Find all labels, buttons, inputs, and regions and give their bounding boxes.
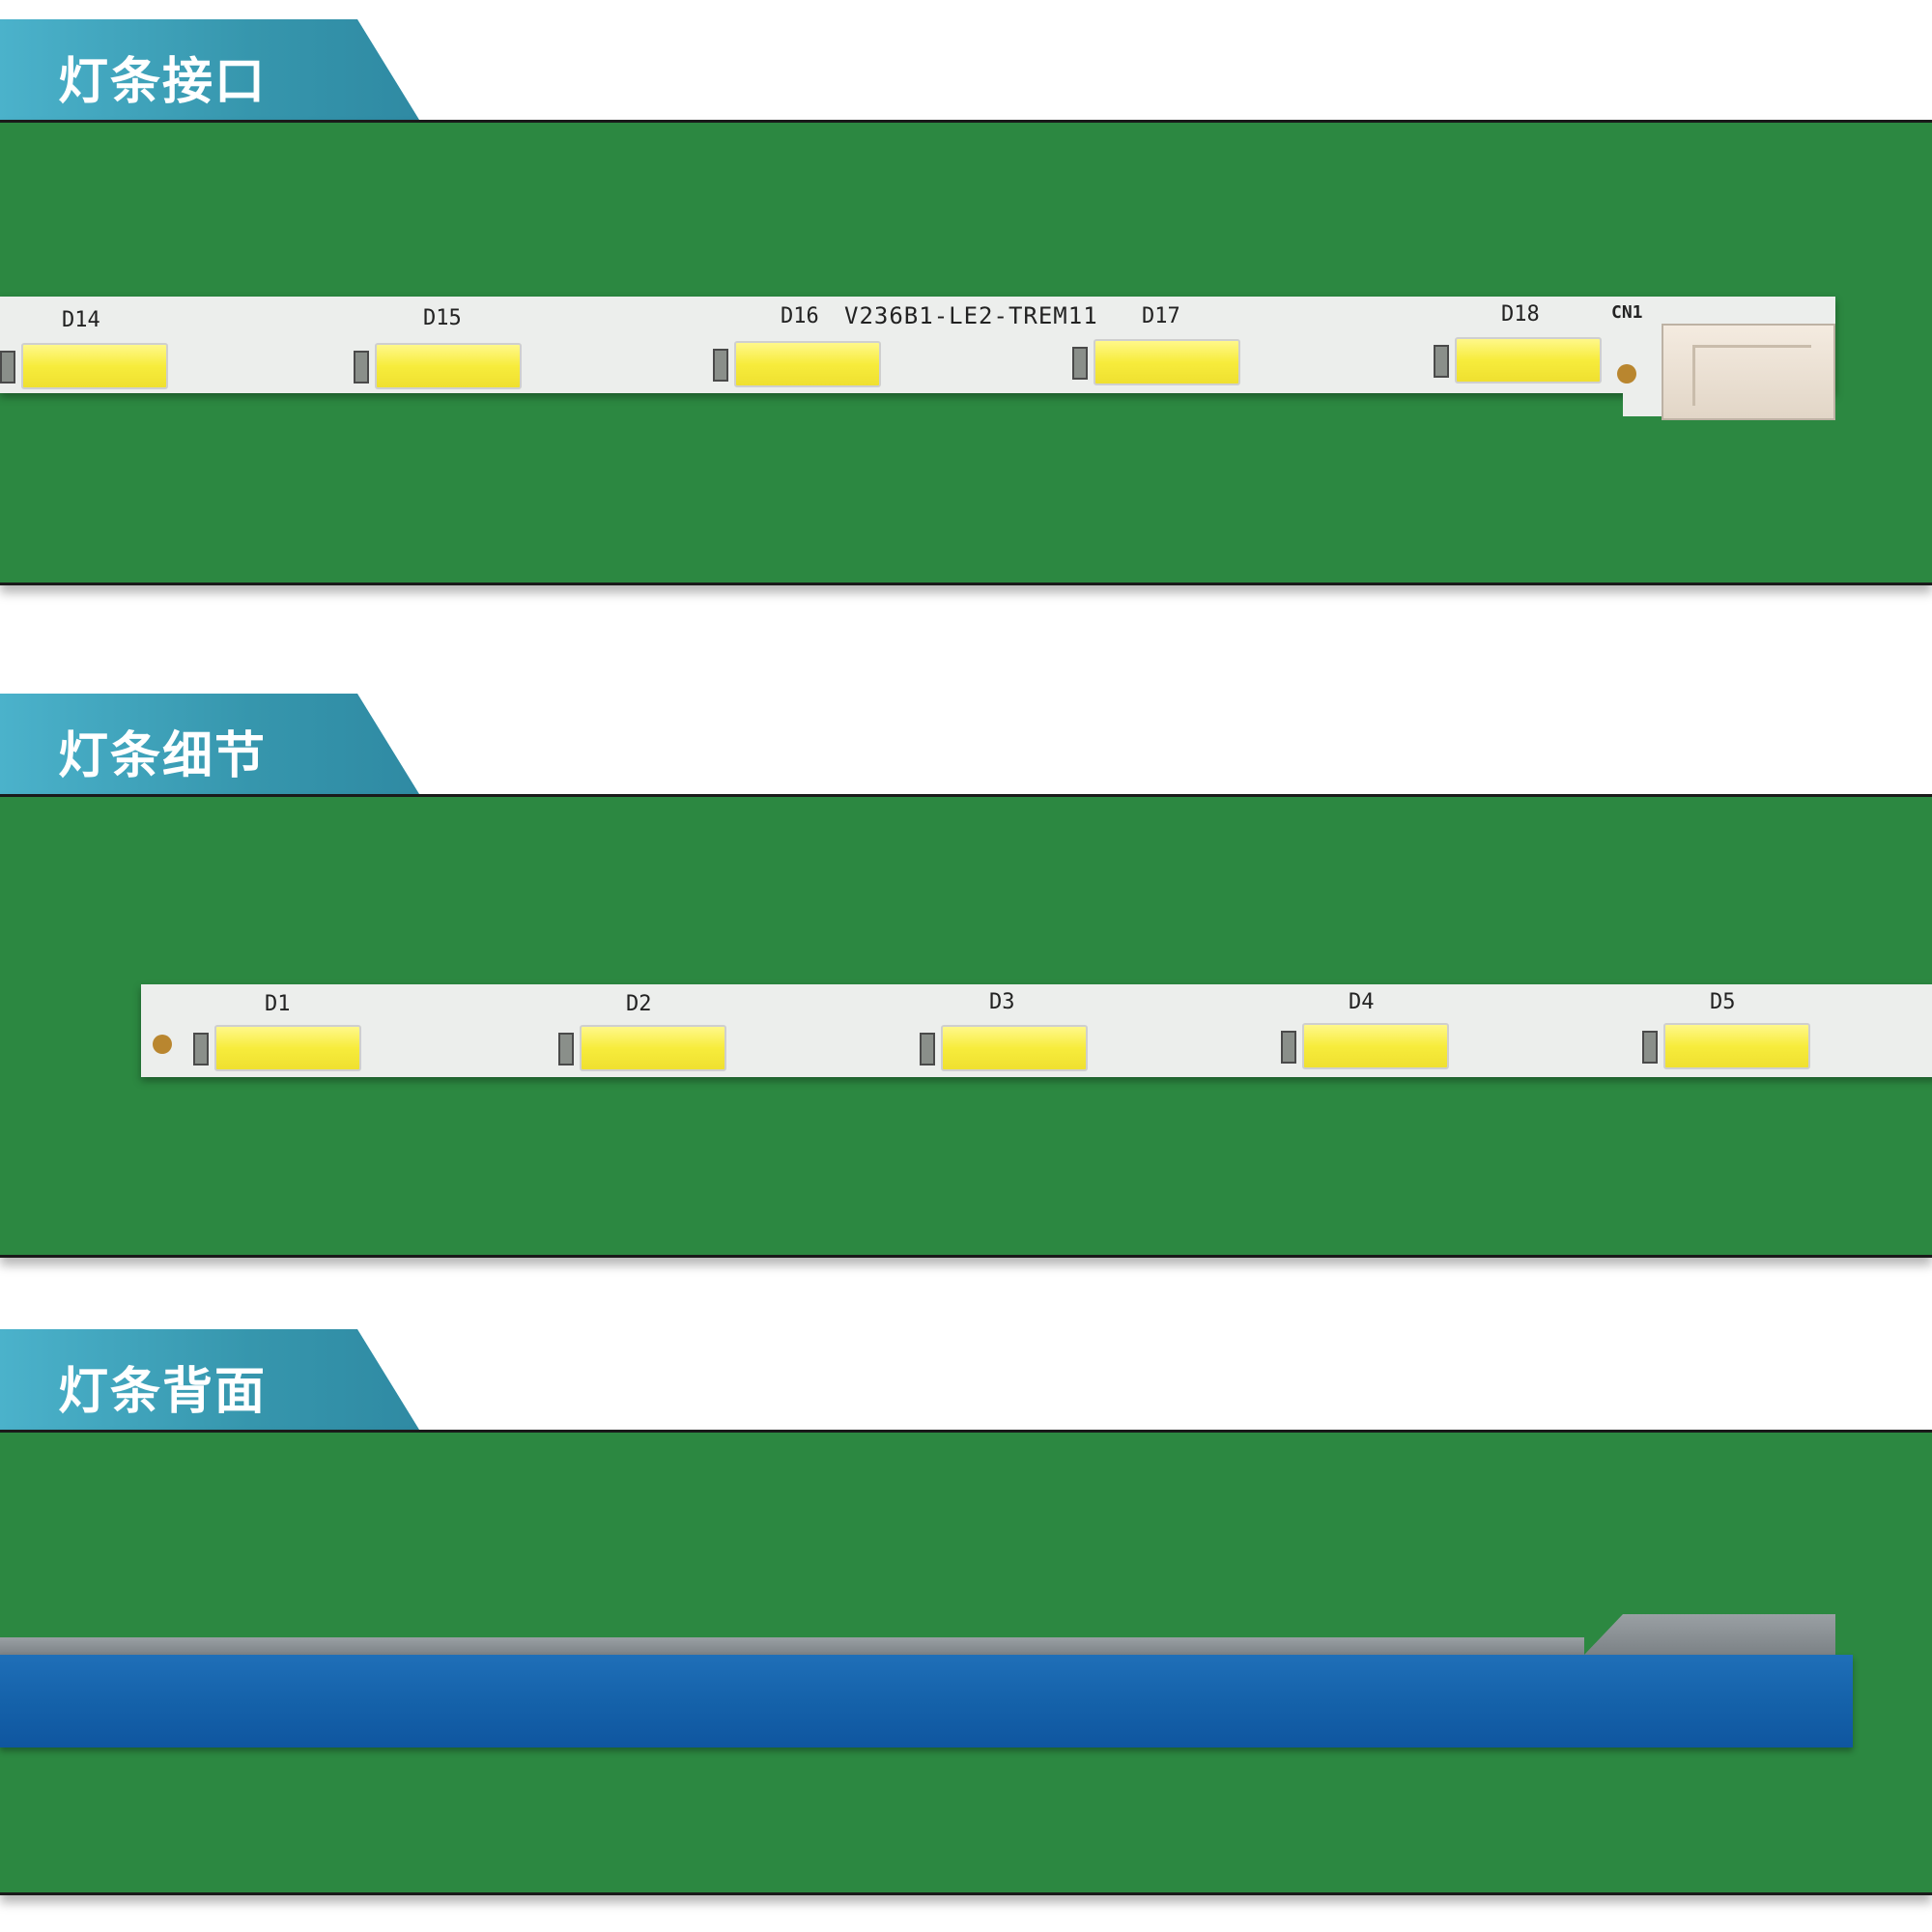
- section-title: 灯条细节: [58, 727, 268, 785]
- photo-panel-interface: D14 D15 D16 V236B1-LE2-TREM11 D17 D18 CN…: [0, 120, 1932, 585]
- section-title: 灯条接口: [58, 53, 268, 111]
- led-label: D15: [423, 306, 462, 330]
- solder-pad: [1281, 1031, 1296, 1064]
- solder-pad: [1434, 345, 1449, 378]
- solder-pad: [1072, 347, 1088, 380]
- solder-pad: [193, 1033, 209, 1065]
- led-chip: [1663, 1023, 1810, 1069]
- photo-panel-back: [0, 1430, 1932, 1895]
- led-component: [713, 341, 883, 389]
- back-metal-edge: [0, 1637, 1584, 1655]
- led-chip: [214, 1025, 361, 1071]
- section-tab: 灯条背面: [0, 1329, 419, 1430]
- connector-socket: [1692, 345, 1811, 406]
- led-component: [0, 343, 170, 391]
- led-chip: [375, 343, 522, 389]
- led-chip: [1094, 339, 1240, 385]
- section-tab: 灯条接口: [0, 19, 419, 120]
- led-chip: [1455, 337, 1602, 384]
- led-chip: [941, 1025, 1088, 1071]
- led-component: [1281, 1023, 1451, 1071]
- solder-pad: [0, 351, 15, 384]
- led-component: [1434, 337, 1604, 385]
- led-label: D2: [626, 992, 652, 1016]
- connector-label: CN1: [1611, 302, 1643, 323]
- section-title: 灯条背面: [58, 1363, 268, 1421]
- led-chip: [21, 343, 168, 389]
- led-component: [193, 1025, 363, 1073]
- led-label: D5: [1710, 990, 1736, 1014]
- led-label: D16: [781, 304, 819, 328]
- led-label: D17: [1142, 304, 1180, 328]
- back-metal-tab: [1584, 1614, 1835, 1655]
- back-blue-tape: [0, 1655, 1853, 1747]
- led-chip: [734, 341, 881, 387]
- solder-pad: [713, 349, 728, 382]
- solder-pad: [920, 1033, 935, 1065]
- led-chip: [580, 1025, 726, 1071]
- section-tab: 灯条细节: [0, 694, 419, 794]
- part-number-label: V236B1-LE2-TREM11: [844, 302, 1098, 329]
- led-component: [1072, 339, 1242, 387]
- led-component: [1642, 1023, 1812, 1071]
- led-component: [354, 343, 524, 391]
- led-label: D4: [1349, 990, 1375, 1014]
- photo-panel-detail: D1 D2 D3 D4 D5: [0, 794, 1932, 1258]
- solder-pad: [354, 351, 369, 384]
- led-label: D1: [265, 992, 291, 1016]
- led-component: [558, 1025, 728, 1073]
- connector: [1662, 324, 1835, 420]
- led-label: D3: [989, 990, 1015, 1014]
- led-label: D18: [1501, 302, 1540, 327]
- led-label: D14: [62, 308, 100, 332]
- led-chip: [1302, 1023, 1449, 1069]
- mounting-hole: [153, 1035, 172, 1054]
- led-component: [920, 1025, 1090, 1073]
- solder-pad: [1642, 1031, 1658, 1064]
- mounting-hole: [1617, 364, 1636, 384]
- solder-pad: [558, 1033, 574, 1065]
